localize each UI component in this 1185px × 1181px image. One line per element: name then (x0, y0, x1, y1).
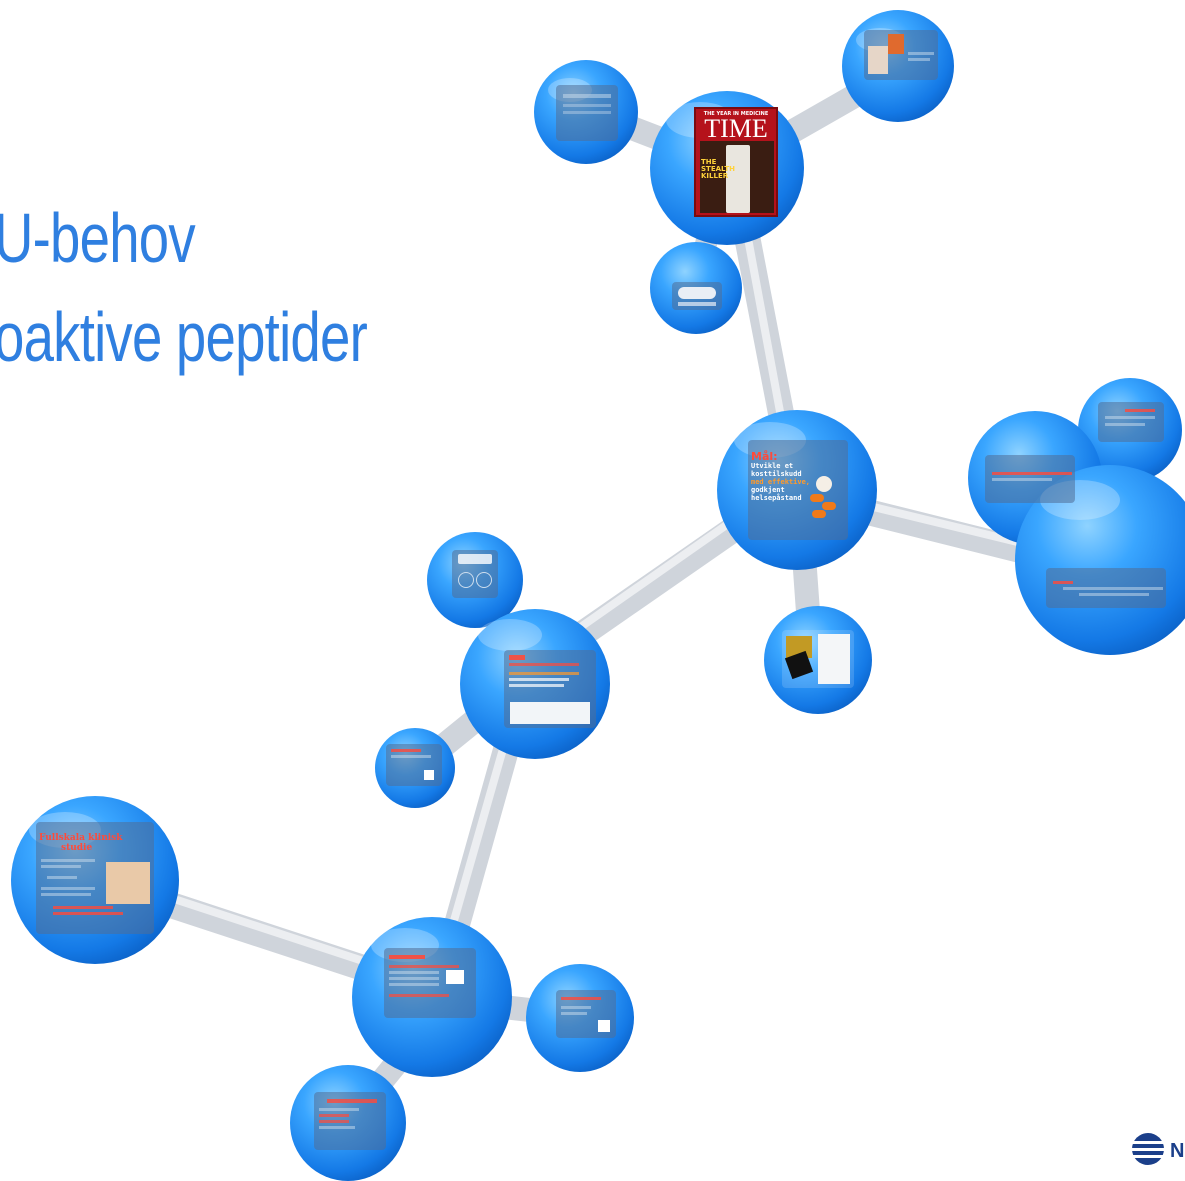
portrait-image (868, 46, 888, 74)
frame-small-chart[interactable] (452, 550, 498, 598)
frame-right-small[interactable] (1098, 402, 1164, 442)
frame-bottom-right[interactable] (556, 990, 616, 1038)
frame-right-mid[interactable] (985, 455, 1075, 503)
frame-study[interactable] (504, 650, 596, 728)
goal-line: godkjent (751, 486, 785, 494)
frame-portrait[interactable] (864, 30, 938, 80)
presentation-title-line1: U-behov (0, 199, 196, 277)
goal-line: med effektive, (751, 478, 811, 486)
frame-small-left[interactable] (386, 744, 442, 786)
presentation-title-line2: oaktive peptider (0, 298, 368, 376)
time-cover-masthead: TIME (704, 114, 768, 143)
company-logo-text: N (1170, 1140, 1185, 1162)
frame-top-left[interactable] (556, 85, 618, 141)
frame-bottom-center[interactable] (384, 948, 476, 1018)
family-photo (106, 862, 150, 904)
time-cover-top: THE YEAR IN MEDICINE (703, 111, 769, 117)
goal-line: helsepåstand (751, 494, 802, 502)
full-scale-heading: Fullskala klinisk (39, 833, 123, 843)
goal-heading: Mål: (751, 450, 778, 463)
bonds (82, 58, 1132, 1132)
frame-bottom-left[interactable] (314, 1092, 386, 1150)
company-logo-icon (1130, 1131, 1166, 1171)
frame-full-scale-study[interactable]: Fullskala klinisk studie (36, 822, 154, 934)
pills-image (808, 476, 838, 526)
time-magazine-cover[interactable]: THE YEAR IN MEDICINE TIME THE STEALTH KI… (694, 107, 778, 217)
full-scale-subheading: studie (61, 843, 93, 853)
frame-right-large[interactable] (1046, 568, 1166, 608)
goal-line: Utvikle et (751, 462, 794, 470)
frame-goal[interactable]: Mål: Utvikle et kosttilskudd med effekti… (748, 440, 848, 540)
time-cover-headline: THE STEALTH KILLER (701, 158, 735, 180)
frame-small-image[interactable] (672, 282, 722, 310)
goal-line: kosttilskudd (751, 470, 802, 478)
frame-documents[interactable] (782, 630, 854, 688)
